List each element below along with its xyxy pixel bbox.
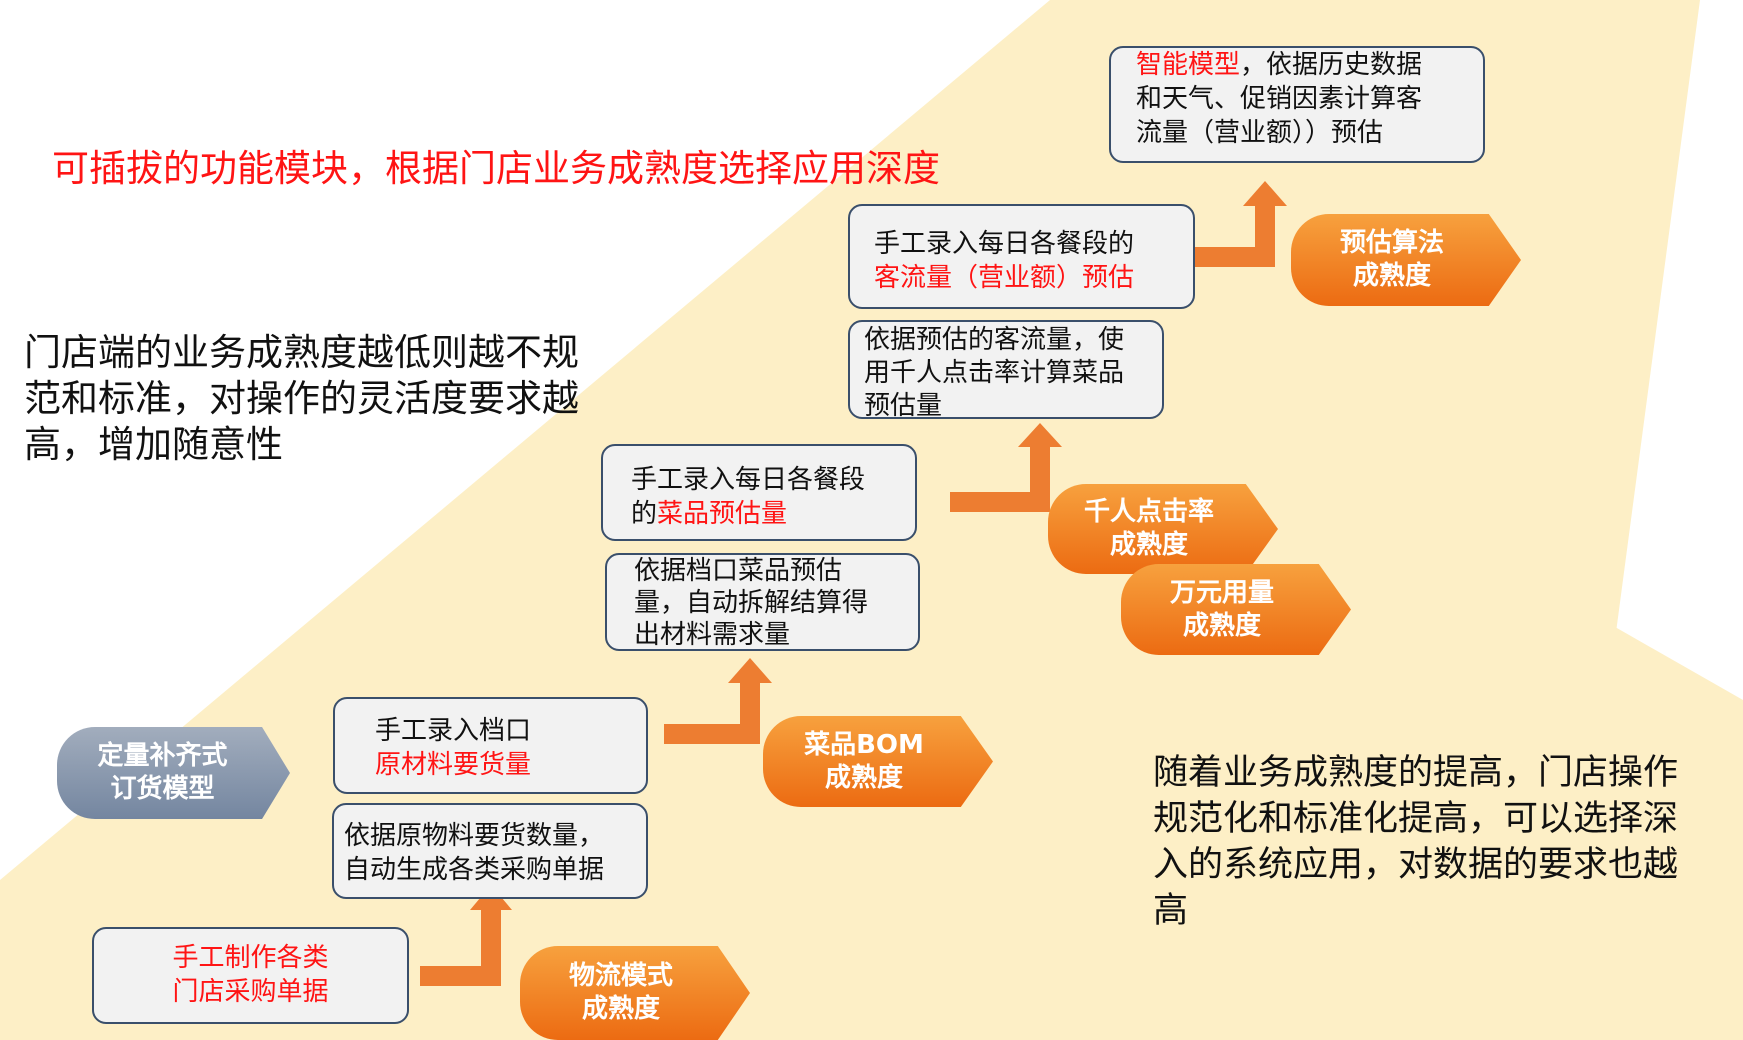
smart-model-box: 智能模型，依据历史数据 和天气、促销因素计算客 流量（营业额））预估 <box>1109 46 1485 163</box>
stage-label: 菜品BOM <box>804 729 924 760</box>
box-line: 手工录入每日各餐段的 <box>874 229 1135 259</box>
stage-label: 成熟度 <box>1182 610 1261 641</box>
manual-material-order-box: 手工录入档口 原材料要货量 <box>333 697 648 794</box>
stage-click-rate-maturity: 千人点击率 成熟度 <box>1048 484 1278 574</box>
box-line: 预估量 <box>864 391 943 421</box>
box-line: 门店采购单据 <box>172 977 329 1007</box>
left-note: 门店端的业务成熟度越低则越不规 范和标准，对操作的灵活度要求越 高，增加随意性 <box>24 330 579 468</box>
left-note-line: 范和标准，对操作的灵活度要求越 <box>24 377 579 420</box>
box-line: 出材料需求量 <box>634 620 791 650</box>
right-note: 随着业务成熟度的提高，门店操作 规范化和标准化提高，可以选择深 入的系统应用，对… <box>1153 750 1741 934</box>
box-line: 依据预估的客流量，使 <box>864 325 1125 355</box>
manual-purchase-docs-box: 手工制作各类 门店采购单据 <box>92 927 409 1024</box>
stage-logistics-maturity: 物流模式 成熟度 <box>520 946 750 1040</box>
manual-traffic-estimate-box: 手工录入每日各餐段的 客流量（营业额）预估 <box>848 204 1195 309</box>
right-note-line: 规范化和标准化提高，可以选择深 <box>1153 799 1679 839</box>
box-line: 自动生成各类采购单据 <box>344 855 605 885</box>
box-line: 流量（营业额））预估 <box>1136 118 1384 148</box>
stage-forecast-algorithm-maturity: 预估算法 成熟度 <box>1291 214 1521 306</box>
step-arrow-4 <box>1183 181 1287 267</box>
box-line: 智能模型，依据历史数据 <box>1136 48 1483 82</box>
stage-label: 成熟度 <box>824 762 903 793</box>
right-note-line: 高 <box>1153 891 1189 931</box>
box-line: 量，自动拆解结算得 <box>634 588 869 618</box>
right-note-line: 入的系统应用，对数据的要求也越 <box>1153 845 1679 885</box>
box-line: 手工录入档口 <box>375 716 532 746</box>
left-note-line: 高，增加随意性 <box>24 423 283 466</box>
step-arrow-2 <box>664 658 772 744</box>
stage-label: 成熟度 <box>1352 261 1431 291</box>
box-line: 用千人点击率计算菜品 <box>864 358 1125 388</box>
box-line-highlight: 菜品预估量 <box>657 499 788 529</box>
box-line-highlight: 原材料要货量 <box>375 750 532 780</box>
box-line-highlight: 客流量（营业额）预估 <box>874 263 1135 293</box>
stage-dish-bom-maturity: 菜品BOM 成熟度 <box>763 716 993 807</box>
stage-usage-per-10k-maturity: 万元用量 成熟度 <box>1121 564 1351 655</box>
headline: 可插拔的功能模块，根据门店业务成熟度选择应用深度 <box>52 147 940 190</box>
step-arrow-3 <box>950 423 1062 512</box>
stage-label: 千人点击率 <box>1083 497 1214 527</box>
stage-label: 成熟度 <box>581 994 660 1024</box>
box-line: 和天气、促销因素计算客 <box>1136 84 1423 114</box>
click-rate-dish-estimate-box: 依据预估的客流量，使 用千人点击率计算菜品 预估量 <box>848 320 1164 421</box>
box-line: 依据档口菜品预估 <box>634 556 843 586</box>
manual-dish-estimate-box: 手工录入每日各餐段 的菜品预估量 <box>601 444 917 541</box>
box-line-highlight: 智能模型 <box>1136 50 1241 80</box>
stage-label: 物流模式 <box>568 961 673 991</box>
left-note-line: 门店端的业务成熟度越低则越不规 <box>24 331 579 374</box>
box-line: 手工制作各类 <box>172 943 329 973</box>
step-arrow-1 <box>420 885 512 986</box>
ordering-model-badge: 定量补齐式 订货模型 <box>57 727 290 819</box>
ordering-model-label: 订货模型 <box>110 774 215 804</box>
right-note-line: 随着业务成熟度的提高，门店操作 <box>1153 753 1679 793</box>
stage-label: 预估算法 <box>1339 228 1444 258</box>
box-line: 的菜品预估量 <box>631 497 915 531</box>
stage-label: 万元用量 <box>1169 577 1274 608</box>
box-line: 依据原物料要货数量， <box>344 821 605 851</box>
auto-material-demand-box: 依据档口菜品预估 量，自动拆解结算得 出材料需求量 <box>605 553 920 651</box>
stage-label: 成熟度 <box>1109 530 1188 560</box>
ordering-model-label: 定量补齐式 <box>97 741 228 771</box>
box-line-part: ，依据历史数据 <box>1240 50 1423 80</box>
box-line-part: 的 <box>631 499 658 529</box>
auto-purchase-docs-box: 依据原物料要货数量， 自动生成各类采购单据 <box>332 803 648 899</box>
box-line: 手工录入每日各餐段 <box>631 465 866 495</box>
